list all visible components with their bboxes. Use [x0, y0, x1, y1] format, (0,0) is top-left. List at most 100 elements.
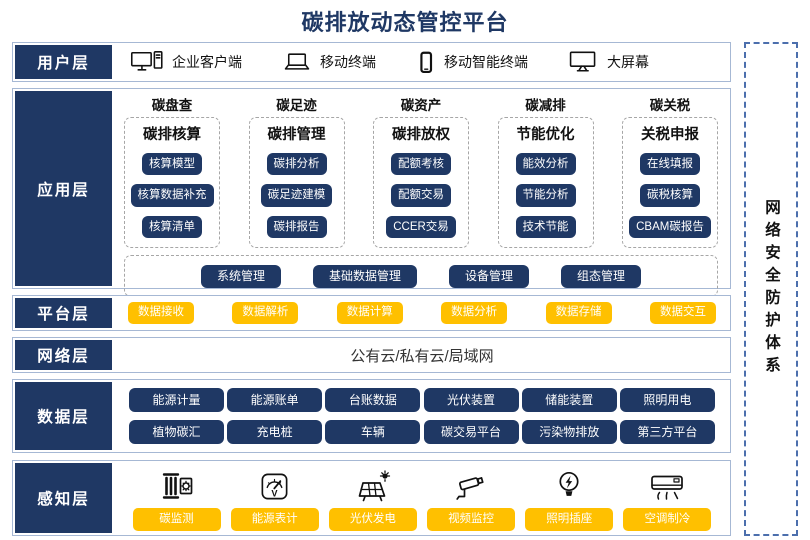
- module-chip: 配额交易: [391, 184, 451, 207]
- app-column-header: 碳资产: [400, 98, 442, 113]
- platform-chip: 数据交互: [649, 301, 716, 325]
- device-enterprise-client: 企业客户端: [130, 50, 242, 74]
- data-source-chip: 能源计量: [129, 388, 224, 412]
- laptop-icon: [282, 51, 312, 73]
- device-label: 移动终端: [320, 54, 376, 70]
- module-chip: CCER交易: [386, 215, 456, 239]
- security-system-panel: 网络安全防护体系: [744, 42, 798, 536]
- data-source-chip: 储能装置: [521, 388, 617, 412]
- sense-chip: 空调制冷: [623, 508, 712, 531]
- sense-chip: 碳监测: [132, 508, 221, 531]
- app-column-subtitle: 碳排核算: [143, 127, 201, 143]
- layer-platform: 平台层 数据接收 数据解析 数据计算 数据分析 数据存储 数据交互: [12, 295, 731, 331]
- app-column-subtitle: 节能优化: [516, 127, 575, 143]
- app-column-box: 节能优化 能效分析 节能分析 技术节能: [497, 117, 594, 249]
- layer-perception: 感知层 碳监测: [12, 460, 731, 536]
- device-big-screen: 大屏幕: [568, 50, 649, 74]
- module-chip: 节能分析: [515, 184, 576, 207]
- module-chip: 碳排报告: [266, 215, 327, 239]
- platform-chip: 数据计算: [336, 301, 403, 325]
- device-label: 移动智能终端: [444, 54, 528, 70]
- network-cloud-text: 公有云/私有云/局域网: [350, 347, 494, 365]
- module-chip: 技术节能: [515, 215, 576, 239]
- sense-chip: 光伏发电: [328, 508, 417, 531]
- layer-label-network: 网络层: [15, 340, 112, 370]
- sense-lighting-socket: 照明插座: [522, 465, 617, 535]
- app-column-header: 碳减排: [525, 98, 566, 113]
- application-columns: 碳盘查 碳排核算 核算模型 核算数据补充 核算清单 碳足迹 碳排管理 碳排分析 …: [124, 94, 718, 249]
- module-chip: 碳排分析: [266, 153, 327, 176]
- platform-chip: 数据解析: [232, 301, 299, 325]
- page-title: 碳排放动态管控平台: [301, 10, 509, 35]
- module-chip: 基础数据管理: [312, 264, 417, 288]
- data-source-chip: 充电桩: [227, 420, 323, 444]
- app-column-box: 碳排管理 碳排分析 碳足迹建模 碳排报告: [248, 117, 345, 249]
- layer-label-data: 数据层: [15, 382, 112, 450]
- sense-carbon-monitoring: 碳监测: [129, 465, 224, 535]
- module-chip: 配额考核: [391, 153, 451, 176]
- module-chip: 核算清单: [142, 215, 202, 239]
- data-layer-content: 能源计量 能源账单 台账数据 光伏装置 储能装置 照明用电 植物碳汇 充电桩 车…: [114, 380, 730, 452]
- module-chip: 设备管理: [449, 264, 530, 288]
- desktop-pc-icon: [130, 50, 164, 74]
- data-source-row: 能源计量 能源账单 台账数据 光伏装置 储能装置 照明用电: [129, 388, 715, 412]
- cctv-camera-icon: [453, 465, 489, 503]
- perception-layer-content: 碳监测 V 能源表计: [114, 461, 730, 535]
- module-chip: 系统管理: [200, 264, 281, 288]
- smartphone-icon: [416, 50, 436, 75]
- module-chip: 组态管理: [561, 264, 642, 288]
- app-column-header: 碳足迹: [276, 98, 317, 113]
- sense-chip: 能源表计: [230, 508, 319, 531]
- app-column-box: 关税申报 在线填报 碳税核算 CBAM碳报告: [622, 117, 718, 249]
- app-column-header: 碳盘查: [151, 98, 193, 113]
- sense-video-surveillance: 视频监控: [424, 465, 519, 535]
- application-layer-content: 碳盘查 碳排核算 核算模型 核算数据补充 核算清单 碳足迹 碳排管理 碳排分析 …: [114, 89, 730, 298]
- data-source-row: 植物碳汇 充电桩 车辆 碳交易平台 污染物排放 第三方平台: [129, 420, 715, 444]
- sense-chip: 照明插座: [525, 508, 614, 531]
- svg-text:V: V: [272, 489, 279, 499]
- app-column-subtitle: 碳排放权: [392, 127, 450, 143]
- app-column-subtitle: 关税申报: [641, 127, 699, 143]
- sense-solar-power: 光伏发电: [325, 465, 420, 535]
- data-source-chip: 第三方平台: [619, 420, 715, 444]
- module-chip: 能效分析: [515, 153, 576, 176]
- device-smart-mobile: 移动智能终端: [416, 50, 528, 75]
- device-label: 企业客户端: [172, 54, 242, 70]
- data-source-chip: 能源账单: [227, 388, 323, 412]
- layer-label-application: 应用层: [15, 91, 112, 286]
- app-column-carbon-asset: 碳资产 碳排放权 配额考核 配额交易 CCER交易: [373, 94, 469, 249]
- app-column-carbon-footprint: 碳足迹 碳排管理 碳排分析 碳足迹建模 碳排报告: [248, 94, 345, 249]
- app-column-header: 碳关税: [649, 98, 691, 113]
- module-chip: 碳足迹建模: [260, 184, 333, 207]
- sense-energy-meter: V 能源表计: [227, 465, 322, 535]
- layer-data: 数据层 能源计量 能源账单 台账数据 光伏装置 储能装置 照明用电 植物碳汇 充…: [12, 379, 731, 453]
- app-column-carbon-tariff: 碳关税 关税申报 在线填报 碳税核算 CBAM碳报告: [622, 94, 718, 249]
- platform-chip: 数据存储: [545, 301, 612, 325]
- platform-chip: 数据分析: [441, 301, 508, 325]
- data-source-chip: 污染物排放: [521, 420, 617, 444]
- layer-application: 应用层 碳盘查 碳排核算 核算模型 核算数据补充 核算清单 碳足迹 碳排管理: [12, 88, 731, 298]
- layer-label-perception: 感知层: [15, 463, 112, 533]
- app-column-box: 碳排核算 核算模型 核算数据补充 核算清单: [124, 117, 220, 249]
- module-chip: 碳税核算: [640, 184, 700, 207]
- solar-panel-icon: [355, 465, 391, 503]
- app-column-carbon-inventory: 碳盘查 碳排核算 核算模型 核算数据补充 核算清单: [124, 94, 220, 249]
- data-source-chip: 照明用电: [619, 388, 715, 412]
- module-chip: 核算数据补充: [130, 184, 214, 207]
- module-chip: 在线填报: [640, 153, 700, 176]
- energy-meter-icon: V: [258, 465, 291, 503]
- app-column-carbon-reduction: 碳减排 节能优化 能效分析 节能分析 技术节能: [497, 94, 594, 249]
- platform-chip: 数据接收: [128, 301, 194, 325]
- layer-label-user: 用户层: [15, 45, 112, 79]
- user-layer-content: 企业客户端 移动终端 移动智能终端: [114, 43, 730, 81]
- data-source-chip: 植物碳汇: [129, 420, 224, 444]
- data-source-chip: 碳交易平台: [423, 420, 519, 444]
- app-column-box: 碳排放权 配额考核 配额交易 CCER交易: [373, 117, 469, 249]
- data-source-chip: 台账数据: [325, 388, 421, 412]
- big-screen-icon: [568, 50, 599, 74]
- sense-air-conditioning: 空调制冷: [620, 465, 715, 535]
- device-label: 大屏幕: [607, 54, 649, 70]
- data-source-chip: 光伏装置: [423, 388, 519, 412]
- data-source-chip: 车辆: [325, 420, 421, 444]
